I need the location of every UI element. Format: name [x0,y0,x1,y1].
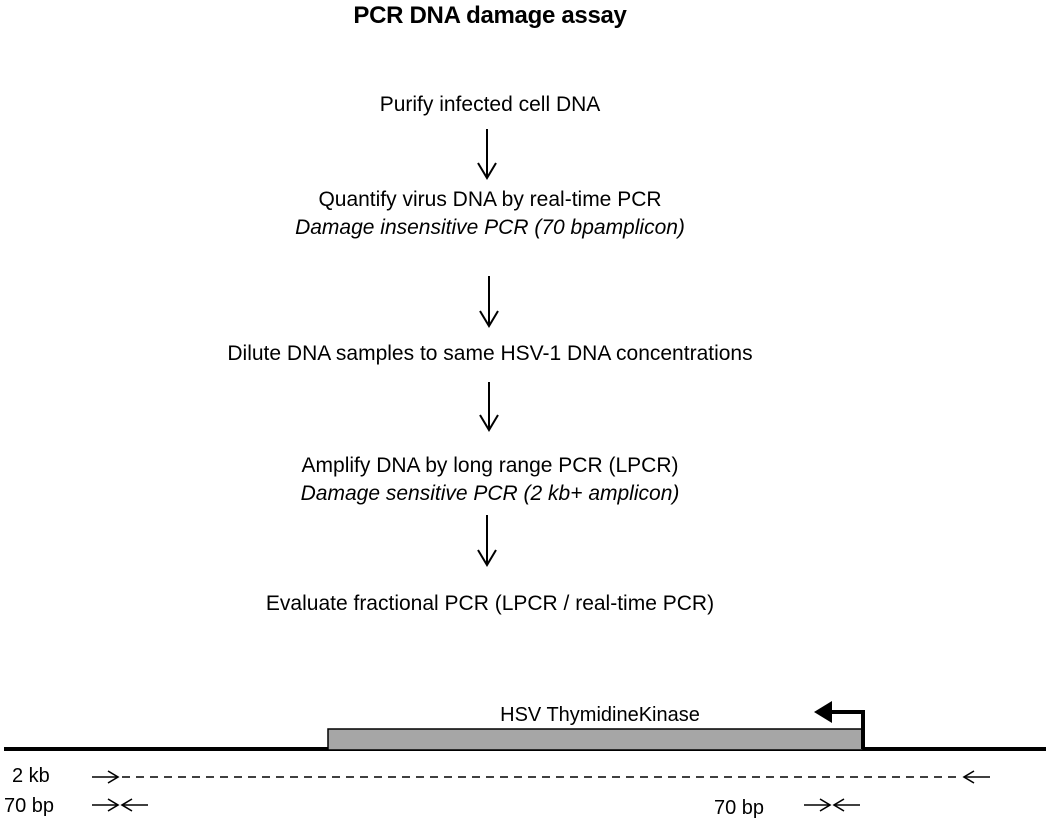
short-amplicon-left [92,798,148,812]
step-quantify: Quantify virus DNA by real-time PCR Dama… [0,186,980,242]
flow-arrow-1 [477,129,497,180]
promoter-arrow-icon [814,701,865,749]
step-evaluate: Evaluate fractional PCR (LPCR / real-tim… [0,590,980,618]
step-evaluate-text: Evaluate fractional PCR (LPCR / real-tim… [265,592,715,615]
flow-arrow-3 [479,382,499,432]
step-quantify-text: Quantify virus DNA by real-time PCR [318,188,662,211]
step-purify: Purify infected cell DNA [0,91,980,119]
long-amplicon-label: 2 kb [12,765,50,787]
step-quantify-subtext: Damage insensitive PCR (70 bpamplicon) [295,216,685,239]
diagram-title: PCR DNA damage assay [353,2,627,29]
short-amplicon-label-right: 70 bp [714,797,765,819]
short-amplicon-right [804,798,860,812]
flow-arrow-2 [479,276,499,328]
step-amplify-text: Amplify DNA by long range PCR (LPCR) [301,454,679,477]
short-amplicon-label-left: 70 bp [4,795,55,817]
flow-arrow-4 [477,515,497,567]
step-amplify-subtext: Damage sensitive PCR (2 kb+ amplicon) [300,482,680,505]
step-dilute-text: Dilute DNA samples to same HSV-1 DNA con… [227,342,753,365]
long-amplicon [92,770,990,784]
step-dilute: Dilute DNA samples to same HSV-1 DNA con… [0,340,980,368]
gene-box [327,728,864,751]
step-purify-text: Purify infected cell DNA [379,93,601,116]
step-amplify: Amplify DNA by long range PCR (LPCR) Dam… [0,452,980,508]
gene-label: HSV ThymidineKinase [500,704,700,726]
